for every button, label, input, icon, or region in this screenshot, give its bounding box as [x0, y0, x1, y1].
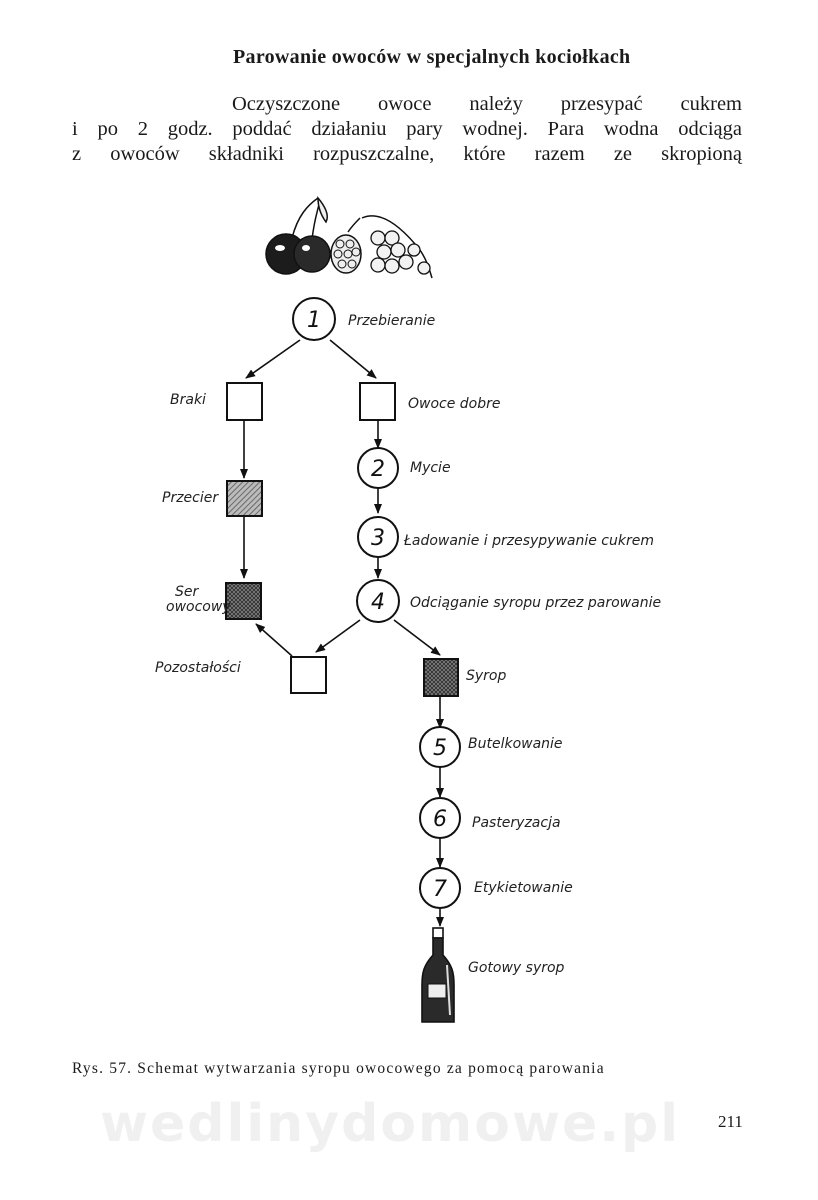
box-label: owocowy	[166, 599, 231, 615]
box-ser-owocowy: Ser owocowy	[166, 582, 262, 620]
paragraph-line: Oczyszczone owoce należy przesypać cukre…	[232, 93, 742, 115]
step-7: 7 Etykietowanie	[419, 867, 573, 909]
step-label: Ładowanie i przesypywanie cukrem	[403, 533, 654, 549]
flow-arrows	[240, 339, 444, 927]
step-label: Butelkowanie	[468, 736, 563, 752]
figure-caption: Rys. 57. Schemat wytwarzania syropu owoc…	[72, 1060, 605, 1077]
step-label: Pasteryzacja	[472, 815, 561, 831]
step-6: 6 Pasteryzacja	[419, 797, 561, 839]
step-1: 1 Przebieranie	[292, 297, 435, 341]
step-label: Odciąganie syropu przez parowanie	[410, 595, 661, 611]
step-number: 6	[433, 807, 447, 832]
body-paragraph: Oczyszczone owoce należy przesypać cukre…	[72, 92, 742, 167]
fruit-illustration	[265, 195, 433, 279]
step-number: 7	[433, 877, 447, 902]
section-heading: Parowanie owoców w specjalnych kociołkac…	[233, 46, 631, 68]
box-przecier: Przecier	[162, 480, 263, 517]
step-label: Mycie	[410, 460, 451, 476]
box-label: Braki	[170, 392, 206, 408]
step-number: 1	[307, 308, 321, 333]
step-number: 3	[371, 526, 385, 551]
step-3: 3 Ładowanie i przesypywanie cukrem	[357, 516, 654, 558]
page-number: 211	[718, 1112, 743, 1131]
step-number: 2	[371, 457, 385, 482]
paragraph-line: i po 2 godz. poddać działaniu pary wodne…	[72, 118, 742, 140]
step-5: 5 Butelkowanie	[419, 726, 563, 768]
step-label: Etykietowanie	[474, 880, 573, 896]
step-number: 4	[371, 590, 385, 615]
box-label: Pozostałości	[155, 660, 241, 676]
box-braki: Braki	[170, 382, 263, 421]
paragraph-line: z owoców składniki rozpuszczalne, które …	[72, 143, 742, 165]
final-product-label: Gotowy syrop	[468, 960, 565, 976]
step-2: 2 Mycie	[357, 447, 451, 489]
box-label: Ser	[175, 584, 200, 600]
box-label: Przecier	[162, 490, 219, 506]
watermark: wedlinydomowe.pl	[100, 1094, 681, 1154]
step-number: 5	[433, 736, 447, 761]
step-4: 4 Odciąganie syropu przez parowanie	[356, 579, 661, 623]
box-label: Syrop	[466, 668, 506, 684]
box-owoce-dobre: Owoce dobre	[359, 382, 501, 421]
box-label: Owoce dobre	[408, 396, 501, 412]
box-pozostalosci: Pozostałości	[155, 656, 327, 694]
box-syrop: Syrop	[423, 658, 506, 697]
bottle-icon	[421, 927, 455, 1023]
step-label: Przebieranie	[348, 313, 435, 329]
